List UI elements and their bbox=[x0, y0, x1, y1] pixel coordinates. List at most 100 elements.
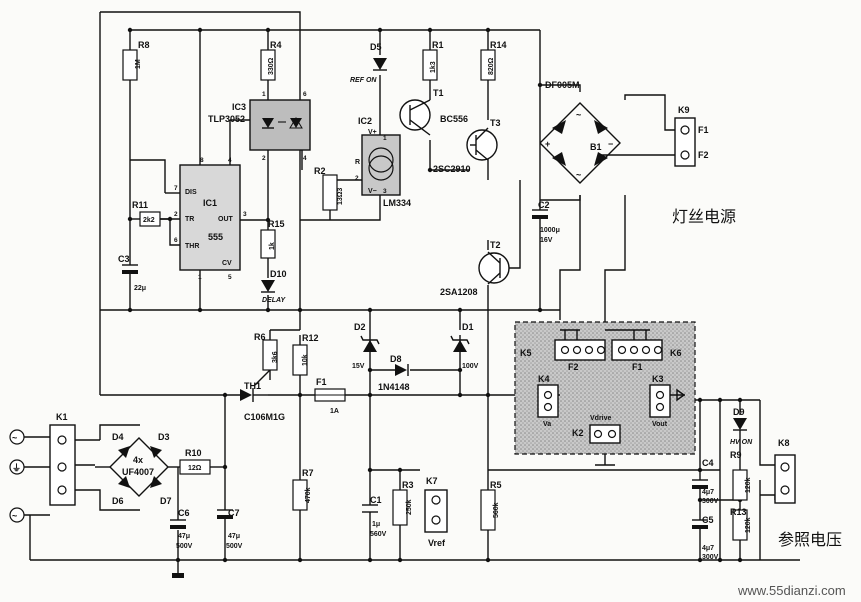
r2-value: 13Ω3 bbox=[337, 188, 344, 205]
ic2-pin-2: 2 bbox=[355, 175, 359, 182]
bridge-part: UF4007 bbox=[122, 467, 154, 477]
resistor-r13 bbox=[732, 509, 748, 541]
c4-value: 4μ7 bbox=[702, 489, 714, 496]
resistor-r4 bbox=[260, 49, 276, 81]
ic2-part: LM334 bbox=[383, 198, 411, 208]
k9-f2: F2 bbox=[698, 150, 709, 160]
ic3-tlp3052 bbox=[249, 99, 311, 151]
k2-ref: K2 bbox=[572, 428, 584, 438]
wires bbox=[22, 11, 800, 578]
k1-ref: K1 bbox=[56, 412, 68, 422]
r11-ref: R11 bbox=[132, 200, 148, 210]
d3-ref: D3 bbox=[158, 432, 170, 442]
k4-text: Va bbox=[543, 421, 551, 428]
t3-ref: T3 bbox=[490, 118, 501, 128]
transistor-t3 bbox=[466, 127, 498, 161]
capacitor-c6 bbox=[170, 519, 186, 529]
connector-k7 bbox=[424, 489, 448, 533]
capacitor-c1 bbox=[362, 504, 378, 520]
ic1-pin-dis: DIS bbox=[185, 189, 197, 196]
ic3-ref: IC3 bbox=[232, 102, 246, 112]
connector-k8 bbox=[774, 454, 796, 504]
r7-ref: R7 bbox=[302, 468, 314, 478]
ic1-pin-8: 8 bbox=[200, 157, 204, 164]
r1-value: 1k3 bbox=[430, 61, 437, 73]
watermark: www.55dianzi.com bbox=[737, 583, 846, 598]
connector-k9 bbox=[674, 117, 696, 167]
d2-ref: D2 bbox=[354, 322, 366, 332]
c5-value: 4μ7 bbox=[702, 545, 714, 552]
ic2-pin-1: 1 bbox=[383, 135, 387, 142]
resistor-r3 bbox=[392, 489, 408, 526]
bridge-count: 4x bbox=[133, 455, 143, 465]
ic3-pin-4: 4 bbox=[303, 155, 307, 162]
r5-value: 560k bbox=[493, 502, 500, 518]
bridge-rectifier-b1 bbox=[539, 102, 621, 184]
r14-ref: R14 bbox=[490, 40, 507, 50]
c2-ref: C2 bbox=[538, 200, 550, 210]
ic3-pin-1: 1 bbox=[262, 91, 266, 98]
r7-value: 470k bbox=[305, 487, 312, 503]
c4-rating: 300V bbox=[702, 498, 719, 505]
c2-rating: 16V bbox=[540, 237, 553, 244]
ic1-pin-thr: THR bbox=[185, 243, 199, 250]
text-labels: R8 1M R4 330Ω R1 1k3 R14 820Ω D5 REF ON … bbox=[12, 40, 846, 598]
ic1-pin-3: 3 bbox=[243, 211, 247, 218]
resistor-r7 bbox=[292, 479, 308, 511]
c1-value: 1μ bbox=[372, 521, 380, 528]
resistor-r5 bbox=[480, 489, 496, 531]
r10-value: 12Ω bbox=[188, 465, 202, 472]
r6-ref: R6 bbox=[254, 332, 266, 342]
diode-d8 bbox=[395, 364, 409, 376]
ic1-pin-tr: TR bbox=[185, 216, 194, 223]
r9-ref: R9 bbox=[730, 450, 742, 460]
ic3-internal bbox=[262, 117, 303, 129]
r9-value: 120k bbox=[745, 477, 752, 493]
r8-value: 1M bbox=[135, 59, 142, 69]
r10-ref: R10 bbox=[185, 448, 202, 458]
ac-symbol-2: ~ bbox=[12, 511, 17, 521]
ic1-pin-2: 2 bbox=[174, 211, 178, 218]
led-d9 bbox=[733, 418, 747, 440]
k5-ref: K5 bbox=[520, 348, 532, 358]
ic2-pin-vminus: V− bbox=[368, 188, 377, 195]
r4-ref: R4 bbox=[270, 40, 282, 50]
junctions bbox=[127, 27, 743, 563]
r12-value: 10k bbox=[302, 354, 309, 366]
k6-ref: K6 bbox=[670, 348, 682, 358]
b1-ac-top: ~ bbox=[576, 110, 581, 120]
thyristor-th1 bbox=[240, 388, 268, 402]
resistor-r1 bbox=[422, 49, 438, 81]
led-d5 bbox=[373, 58, 387, 71]
ic2-lm334 bbox=[361, 134, 401, 196]
t1-part: BC556 bbox=[440, 114, 468, 124]
resistor-r6 bbox=[262, 339, 278, 371]
d9-ref: D9 bbox=[733, 407, 745, 417]
resistor-r11 bbox=[139, 211, 161, 227]
c1-ref: C1 bbox=[370, 495, 382, 505]
ic2-pin-3: 3 bbox=[383, 188, 387, 195]
t2-part: 2SA1208 bbox=[440, 287, 478, 297]
resistor-r12 bbox=[292, 344, 308, 376]
k9-ref: K9 bbox=[678, 105, 690, 115]
capacitor-c5 bbox=[692, 519, 708, 540]
d6-ref: D6 bbox=[112, 496, 124, 506]
r15-ref: R15 bbox=[268, 219, 285, 229]
r13-ref: R13 bbox=[730, 507, 747, 517]
filament-supply-caption: 灯丝电源 bbox=[672, 207, 736, 226]
resistor-r8 bbox=[122, 49, 138, 81]
transistor-t2 bbox=[478, 251, 510, 285]
c2-value: 1000μ bbox=[540, 227, 560, 234]
led-d10 bbox=[261, 280, 275, 293]
connector-k1 bbox=[49, 424, 76, 506]
c6-value: 47μ bbox=[178, 533, 190, 540]
connector-k2 bbox=[589, 424, 621, 444]
r1-ref: R1 bbox=[432, 40, 444, 50]
ic1-pin-7: 7 bbox=[174, 185, 178, 192]
d2-value: 15V bbox=[352, 363, 365, 370]
k7-text: Vref bbox=[428, 538, 446, 548]
b1-part: DF005M bbox=[545, 80, 580, 90]
d8-part: 1N4148 bbox=[378, 382, 410, 392]
k4-ref: K4 bbox=[538, 374, 550, 384]
connector-k3 bbox=[649, 384, 671, 418]
